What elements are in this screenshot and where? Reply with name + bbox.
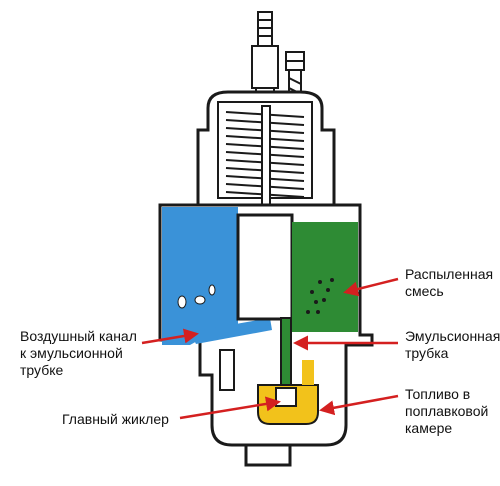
label-main-jet: Главный жиклер: [62, 411, 169, 428]
drain-plug: [246, 445, 290, 465]
pilot-screw: [220, 350, 234, 390]
mixture-outlet-region: [292, 222, 358, 332]
throttle-slide: [238, 215, 292, 319]
emulsion-tube: [281, 318, 291, 388]
fuel-channel: [302, 360, 314, 385]
label-sprayed-mixture: Распыленная смесь: [405, 266, 493, 300]
main-jet: [276, 388, 296, 406]
label-fuel-in-chamber: Топливо в поплавковой камере: [405, 386, 488, 437]
needle-rod: [262, 106, 270, 218]
label-air-channel: Воздушный канал к эмульсионной трубке: [20, 328, 137, 379]
air-intake-region: [162, 207, 238, 345]
label-emulsion-tube: Эмульсионная трубка: [405, 328, 500, 362]
